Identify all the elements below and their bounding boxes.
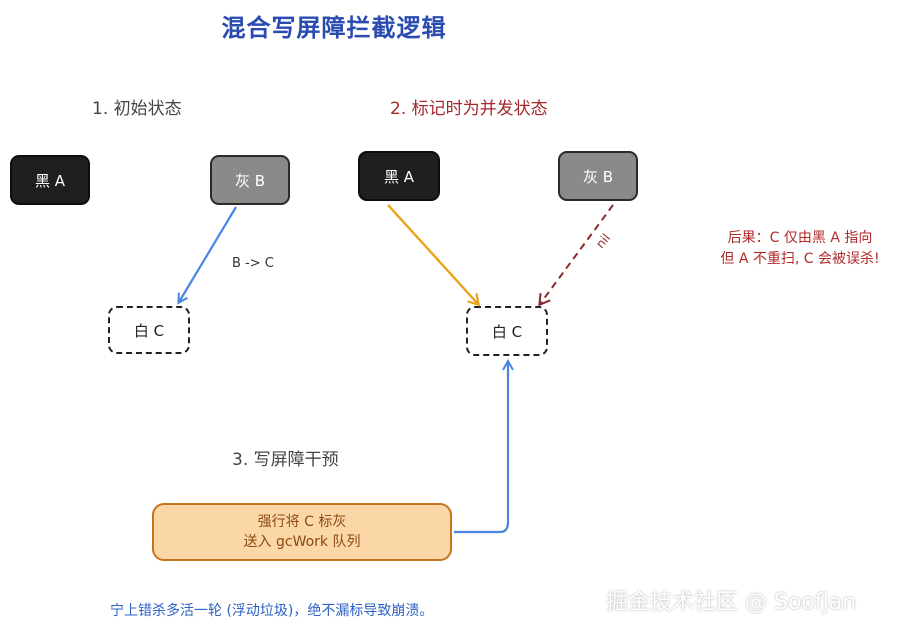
step-1-label: 1. 初始状态: [92, 99, 182, 119]
write-barrier-action-box: 强行将 C 标灰 送入 gcWork 队列: [152, 503, 452, 561]
action-line-2: 送入 gcWork 队列: [243, 534, 361, 550]
node-gray-b-initial: 灰 B: [210, 155, 290, 205]
step-3-label: 3. 写屏障干预: [232, 450, 339, 470]
step-2-label: 2. 标记时为并发状态: [390, 99, 548, 119]
arrow-b-to-c-deleted: [538, 204, 614, 307]
edge-label-b-to-c: B -> C: [232, 256, 274, 271]
consequence-line-2: 但 A 不重扫, C 会被误杀!: [720, 251, 880, 267]
watermark: 掘金技术社区 @ Soofjan: [606, 590, 857, 615]
consequence-line-1: 后果：C 仅由黑 A 指向: [727, 230, 873, 246]
node-black-a-concurrent: 黑 A: [358, 151, 440, 201]
node-white-c-initial: 白 C: [108, 306, 190, 354]
consequence-note: 后果：C 仅由黑 A 指向 但 A 不重扫, C 会被误杀!: [700, 228, 900, 270]
arrow-a-to-c-concurrent: [387, 204, 481, 307]
footer-note: 宁上错杀多活一轮 (浮动垃圾)，绝不漏标导致崩溃。: [110, 603, 434, 619]
arrow-b-to-c-initial: [179, 206, 237, 302]
node-white-c-concurrent: 白 C: [466, 306, 548, 356]
node-black-a-initial: 黑 A: [10, 155, 90, 205]
action-line-1: 强行将 C 标灰: [257, 514, 347, 530]
node-gray-b-concurrent: 灰 B: [558, 151, 638, 201]
arrow-barrier-to-c: [454, 362, 508, 534]
diagram-title: 混合写屏障拦截逻辑: [221, 14, 447, 42]
